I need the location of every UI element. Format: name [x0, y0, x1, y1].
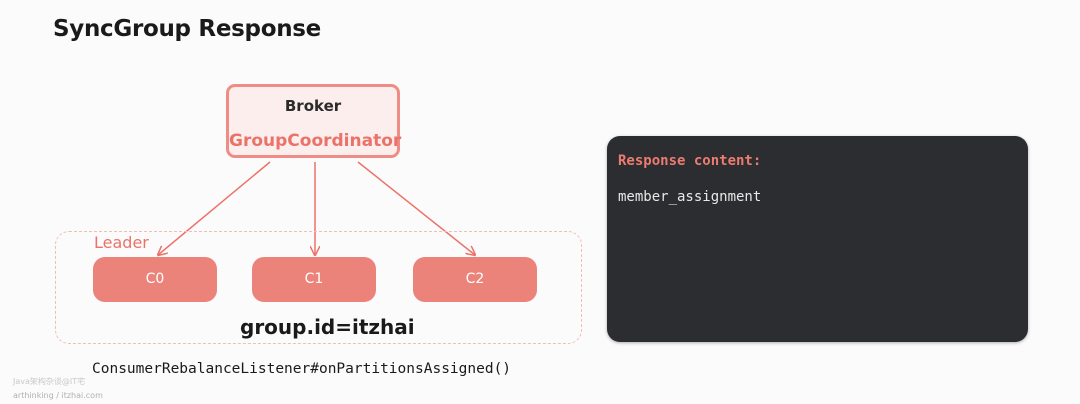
broker-node: Broker GroupCoordinator — [226, 84, 402, 158]
response-content-panel: Response content: member_assignment — [607, 136, 1028, 342]
panel-title: Response content: — [618, 153, 762, 169]
broker-label: Broker — [284, 97, 342, 115]
watermark-line2: arthinking / itzhai.com — [13, 391, 103, 400]
page-title: SyncGroup Response — [53, 16, 321, 42]
leader-label: Leader — [94, 233, 149, 252]
arrow-to-c2 — [357, 161, 475, 255]
consumer-group-box — [55, 231, 582, 344]
arrow-to-c0 — [158, 161, 271, 255]
consumer-c0: C0 — [93, 257, 217, 302]
panel-body: member_assignment — [618, 189, 762, 205]
group-coordinator-label: GroupCoordinator — [229, 131, 402, 151]
group-id-label: group.id=itzhai — [240, 315, 415, 339]
consumer-c2: C2 — [413, 257, 537, 302]
watermark-line1: Java架构杂谈@IT宅 — [13, 377, 86, 386]
consumer-c1: C1 — [252, 257, 376, 302]
rebalance-callback-label: ConsumerRebalanceListener#onPartitionsAs… — [92, 361, 512, 377]
